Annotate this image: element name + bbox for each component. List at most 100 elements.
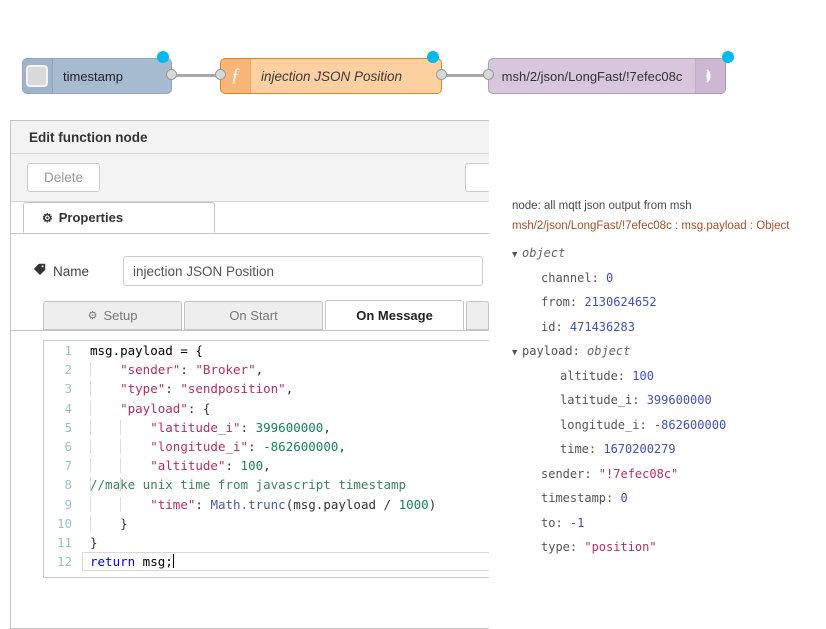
debug-tree-row: latitude_i: 399600000	[512, 389, 822, 414]
debug-tree-row: sender: "!7efec08c"	[512, 463, 822, 488]
code-line[interactable]: 9 "time": Math.trunc(msg.payload / 1000)	[44, 495, 489, 514]
tree-spacer	[550, 416, 560, 439]
tab-properties[interactable]: ⚙ Properties	[23, 202, 215, 233]
indent-guide	[90, 439, 91, 455]
code-tab-overflow[interactable]	[466, 301, 489, 330]
code-line-number: 1	[64, 343, 72, 359]
debug-tree-row: type: "position"	[512, 536, 822, 561]
delete-button[interactable]: Delete	[27, 163, 101, 192]
function-input-port[interactable]	[215, 69, 226, 80]
code-tab-on-start[interactable]: On Start	[184, 301, 324, 330]
code-token: }	[120, 515, 128, 531]
debug-tree-row: timestamp: 0	[512, 487, 822, 512]
code-token: "altitude"	[150, 458, 226, 474]
code-line-number: 10	[56, 515, 72, 531]
code-token: :	[248, 439, 264, 455]
name-input[interactable]	[123, 256, 483, 286]
code-line-text: }	[82, 535, 489, 550]
code-token: ,	[338, 439, 346, 455]
code-token: )	[428, 496, 437, 512]
code-line-number: 8	[64, 477, 72, 493]
code-token: "time"	[150, 496, 196, 512]
flow-node-mqtt-out[interactable]: msh/2/json/LongFast/!7efec08c	[488, 58, 726, 94]
chevron-down-icon[interactable]: ▼	[512, 348, 518, 358]
debug-key: to:	[541, 515, 570, 530]
debug-value: object	[587, 344, 631, 358]
debug-tree-row: channel: 0	[512, 267, 822, 292]
code-tab-on-start-label: On Start	[229, 308, 278, 323]
code-token: return	[90, 554, 136, 570]
code-line-text: "time": Math.trunc(msg.payload / 1000)	[82, 496, 489, 512]
debug-key: payload:	[522, 344, 588, 358]
debug-tree-row: ▼object	[512, 242, 822, 267]
code-token: :	[180, 362, 196, 378]
chevron-down-icon[interactable]: ▼	[512, 250, 518, 260]
code-line-text: msg.payload = {	[82, 343, 489, 358]
code-line-text: "payload": {	[82, 400, 489, 416]
debug-tree-row: longitude_i: -862600000	[512, 414, 822, 439]
tree-spacer	[531, 269, 541, 292]
debug-tree-row: ▼ payload: object	[512, 340, 822, 365]
name-label-text: Name	[53, 263, 90, 279]
code-line[interactable]: 7 "altitude": 100,	[44, 456, 489, 475]
code-line[interactable]: 3 "type": "sendposition",	[44, 379, 489, 398]
code-line[interactable]: 11}	[44, 533, 489, 552]
code-token: "latitude_i"	[150, 419, 241, 435]
code-line[interactable]: 4 "payload": {	[44, 399, 489, 418]
code-line[interactable]: 10 }	[44, 514, 489, 533]
code-line-text: //make unix time from javascript timesta…	[82, 477, 489, 493]
debug-key: time:	[560, 442, 604, 456]
tree-spacer	[531, 293, 541, 316]
code-line-number: 12	[56, 554, 72, 570]
mqtt-input-port[interactable]	[483, 69, 494, 80]
toolbar-button-stub[interactable]	[465, 163, 489, 192]
debug-value: 0	[606, 270, 614, 285]
inject-output-port[interactable]	[166, 69, 177, 80]
code-line[interactable]: 8 //make unix time from javascript timest…	[44, 475, 489, 494]
code-line[interactable]: 6 "longitude_i": -862600000,	[44, 437, 489, 456]
tree-spacer	[531, 465, 541, 488]
code-line-text: "latitude_i": 399600000,	[82, 419, 489, 435]
debug-value: 0	[620, 491, 628, 505]
code-token: "Broker"	[195, 362, 256, 378]
debug-value: 1670200279	[603, 442, 676, 456]
function-output-port[interactable]	[436, 69, 447, 80]
code-token: : {	[187, 400, 211, 416]
flow-node-inject-label: timestamp	[63, 68, 123, 84]
code-token: :	[240, 419, 256, 435]
function-code-editor[interactable]: 1 msg.payload = { 2 "sender": "Broker",3 "…	[43, 340, 489, 578]
code-line[interactable]: 2 "sender": "Broker",	[44, 360, 489, 379]
name-row: Name	[11, 234, 489, 300]
flow-canvas[interactable]: timestamp ƒ injection JSON Position msh/…	[0, 0, 826, 112]
flow-node-function[interactable]: ƒ injection JSON Position	[220, 58, 442, 94]
debug-key: latitude_i:	[560, 393, 647, 407]
code-token: 399600000	[255, 419, 324, 435]
code-line[interactable]: 5 "latitude_i": 399600000,	[44, 418, 489, 437]
code-line-text: "sender": "Broker",	[82, 362, 489, 378]
code-tab-on-message[interactable]: On Message	[325, 300, 465, 330]
code-line-text: "altitude": 100,	[82, 458, 489, 474]
code-tab-on-message-label: On Message	[356, 307, 433, 323]
indent-guide	[90, 458, 91, 474]
code-token: :	[195, 496, 211, 512]
indent-guide	[90, 515, 91, 531]
debug-tree-row: to: -1	[512, 512, 822, 537]
debug-key: type:	[541, 540, 585, 554]
mqtt-broadcast-icon	[695, 59, 725, 93]
code-line[interactable]: 12 return msg;	[44, 552, 489, 572]
code-line[interactable]: 1 msg.payload = {	[44, 341, 489, 360]
indent-guide	[90, 477, 91, 493]
debug-value: 2130624652	[584, 295, 657, 309]
debug-value: 100	[632, 368, 654, 383]
tree-spacer	[550, 391, 560, 414]
code-token: ,	[323, 419, 331, 435]
code-token: "sendposition"	[180, 381, 286, 397]
code-token: :	[165, 381, 181, 397]
inject-trigger-button[interactable]	[26, 65, 48, 87]
debug-key: longitude_i:	[560, 417, 654, 432]
code-token: -862600000	[263, 439, 339, 455]
debug-value: 471436283	[569, 319, 635, 334]
code-token: msg;	[135, 554, 173, 570]
debug-key: sender:	[541, 466, 599, 481]
code-tab-setup[interactable]: ⚙ Setup	[43, 301, 183, 330]
